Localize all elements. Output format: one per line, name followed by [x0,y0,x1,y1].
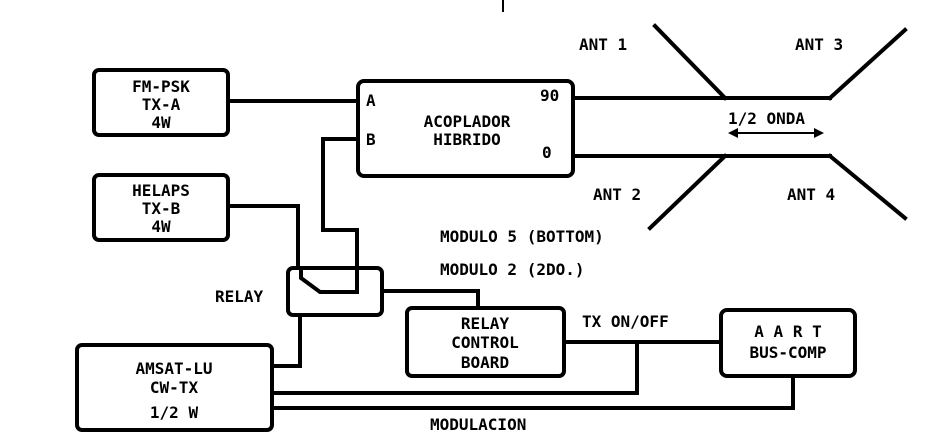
block-amsat: AMSAT-LU CW-TX 1/2 W [75,343,274,432]
relay-control-line2: CONTROL [451,333,518,352]
coupler-port-b: B [366,130,376,149]
amsat-line1: AMSAT-LU [135,359,212,378]
wire-coupler-b-to-relay [321,137,360,295]
wire-relay-to-control [380,289,480,310]
fm-psk-line1: FM-PSK [132,77,190,96]
antenna-4-element [827,153,908,221]
relay-control-line1: RELAY [461,314,510,333]
amsat-line2: CW-TX [150,378,199,397]
relay-label: RELAY [215,287,264,306]
aart-line2: BUS-COMP [749,343,826,362]
wire-modulacion [270,374,795,410]
block-fm-psk: FM-PSK TX-A 4W [92,68,230,137]
coupler-port-a: A [366,91,376,110]
antenna-3-element [827,27,908,101]
helaps-line3: 4W [151,217,171,236]
antenna-1-label: ANT 1 [579,35,627,54]
relay-switch-arm-overlay [299,266,359,294]
aart-line1: A A R T [754,322,821,341]
antenna-1-element [652,23,728,101]
relay-control-line3: BOARD [461,353,509,372]
coupler-line1: ACOPLADOR [424,112,511,131]
helaps-line1: HELAPS [132,181,190,200]
amsat-line3: 1/2 W [150,403,199,422]
antenna-4-label: ANT 4 [787,185,835,204]
block-aart: A A R T BUS-COMP [719,308,857,378]
antenna-3-label: ANT 3 [795,35,843,54]
wire-control-to-amsat [270,340,639,395]
half-wave-arrow-left-head [728,128,738,138]
block-coupler: A B 90 0 ACOPLADOR HIBRIDO [356,79,575,178]
block-relay-control: RELAY CONTROL BOARD [405,306,566,378]
block-helaps: HELAPS TX-B 4W [92,173,230,242]
fm-psk-line2: TX-A [142,95,181,114]
wire-amsat-to-relay [270,313,302,368]
modulo-5-label: MODULO 5 (BOTTOM) [440,227,604,246]
coupler-port-0: 0 [542,143,552,162]
wire-helaps-to-relay [226,204,300,270]
antennas: 1/2 ONDA ANT 1 ANT 3 ANT 2 ANT 4 [579,23,908,231]
helaps-line2: TX-B [142,199,181,218]
tx-onoff-label: TX ON/OFF [582,312,669,331]
fm-psk-line3: 4W [151,113,171,132]
modulo-2-label: MODULO 2 (2DO.) [440,260,585,279]
coupler-port-90: 90 [540,86,559,105]
half-wave-arrow-right-head [814,128,824,138]
modulacion-label: MODULACION [430,415,526,434]
antenna-2-label: ANT 2 [593,185,641,204]
coupler-line2: HIBRIDO [433,130,500,149]
antenna-2-element [647,153,728,231]
half-wave-label: 1/2 ONDA [728,109,805,128]
